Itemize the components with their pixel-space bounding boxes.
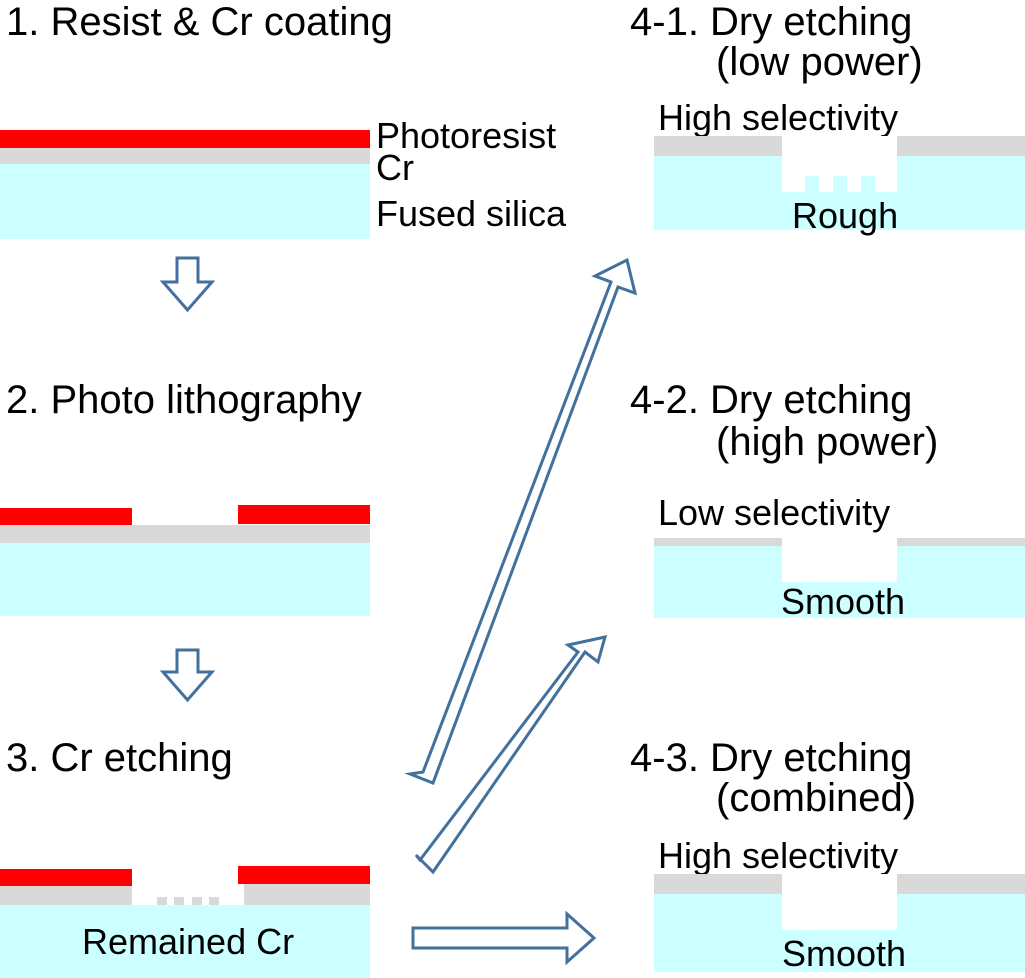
step42-title-line1: 4-2. Dry etching bbox=[630, 378, 913, 422]
photoresist-left bbox=[0, 869, 132, 886]
remained-cr-dot bbox=[157, 897, 167, 905]
step3-title: 3. Cr etching bbox=[6, 736, 233, 780]
diagonal-arrow-icon bbox=[414, 635, 608, 875]
step41-title-line2: (low power) bbox=[716, 40, 923, 84]
step43-title-line1: 4-3. Dry etching bbox=[630, 736, 913, 780]
remained-cr-label: Remained Cr bbox=[82, 921, 295, 962]
rough-pillar bbox=[805, 176, 819, 192]
photoresist-left bbox=[0, 508, 132, 525]
rough-pillar bbox=[833, 176, 847, 192]
step42-selectivity-label: Low selectivity bbox=[658, 492, 891, 533]
cr-layer-left bbox=[654, 874, 782, 894]
cr-layer bbox=[0, 148, 370, 164]
photoresist-right bbox=[238, 505, 370, 524]
fused-silica-label: Fused silica bbox=[376, 193, 567, 234]
cr-layer-right bbox=[897, 538, 1025, 546]
photoresist-layer bbox=[0, 130, 370, 148]
remained-cr-dot bbox=[209, 897, 219, 905]
remained-cr-dot bbox=[192, 897, 202, 905]
step41-surface-label: Rough bbox=[792, 195, 899, 236]
right-arrow-icon bbox=[411, 910, 597, 966]
etched-trench bbox=[782, 538, 897, 582]
rough-pillar bbox=[861, 176, 875, 192]
cr-layer-right bbox=[897, 874, 1025, 894]
cr-layer-right bbox=[244, 884, 370, 905]
step1-title: 1. Resist & Cr coating bbox=[6, 0, 393, 44]
down-arrow-icon bbox=[159, 256, 216, 313]
step41-title-line1: 4-1. Dry etching bbox=[630, 0, 913, 44]
down-arrow-icon bbox=[159, 648, 216, 703]
photoresist-label: Photoresist bbox=[376, 115, 557, 156]
cr-layer-right bbox=[897, 136, 1025, 156]
fused-silica-substrate bbox=[0, 543, 370, 616]
cr-label: Cr bbox=[376, 147, 414, 188]
diagonal-arrow-icon bbox=[404, 257, 638, 785]
cr-layer-left bbox=[0, 886, 132, 905]
fused-silica-substrate bbox=[0, 164, 370, 239]
cr-layer-left bbox=[654, 136, 782, 156]
fused-silica-substrate bbox=[0, 905, 370, 978]
step42-title-line2: (high power) bbox=[716, 420, 939, 464]
step43-title-line2: (combined) bbox=[716, 776, 917, 820]
step43-surface-label: Smooth bbox=[782, 933, 907, 974]
step43-selectivity-label: High selectivity bbox=[658, 835, 899, 876]
etched-trench bbox=[782, 874, 897, 930]
photoresist-right bbox=[238, 866, 370, 884]
cr-layer-left bbox=[654, 538, 782, 546]
cr-layer bbox=[0, 525, 370, 543]
remained-cr-dot bbox=[174, 897, 184, 905]
step42-surface-label: Smooth bbox=[781, 581, 906, 622]
step41-selectivity-label: High selectivity bbox=[658, 97, 899, 138]
step2-title: 2. Photo lithography bbox=[6, 378, 362, 422]
